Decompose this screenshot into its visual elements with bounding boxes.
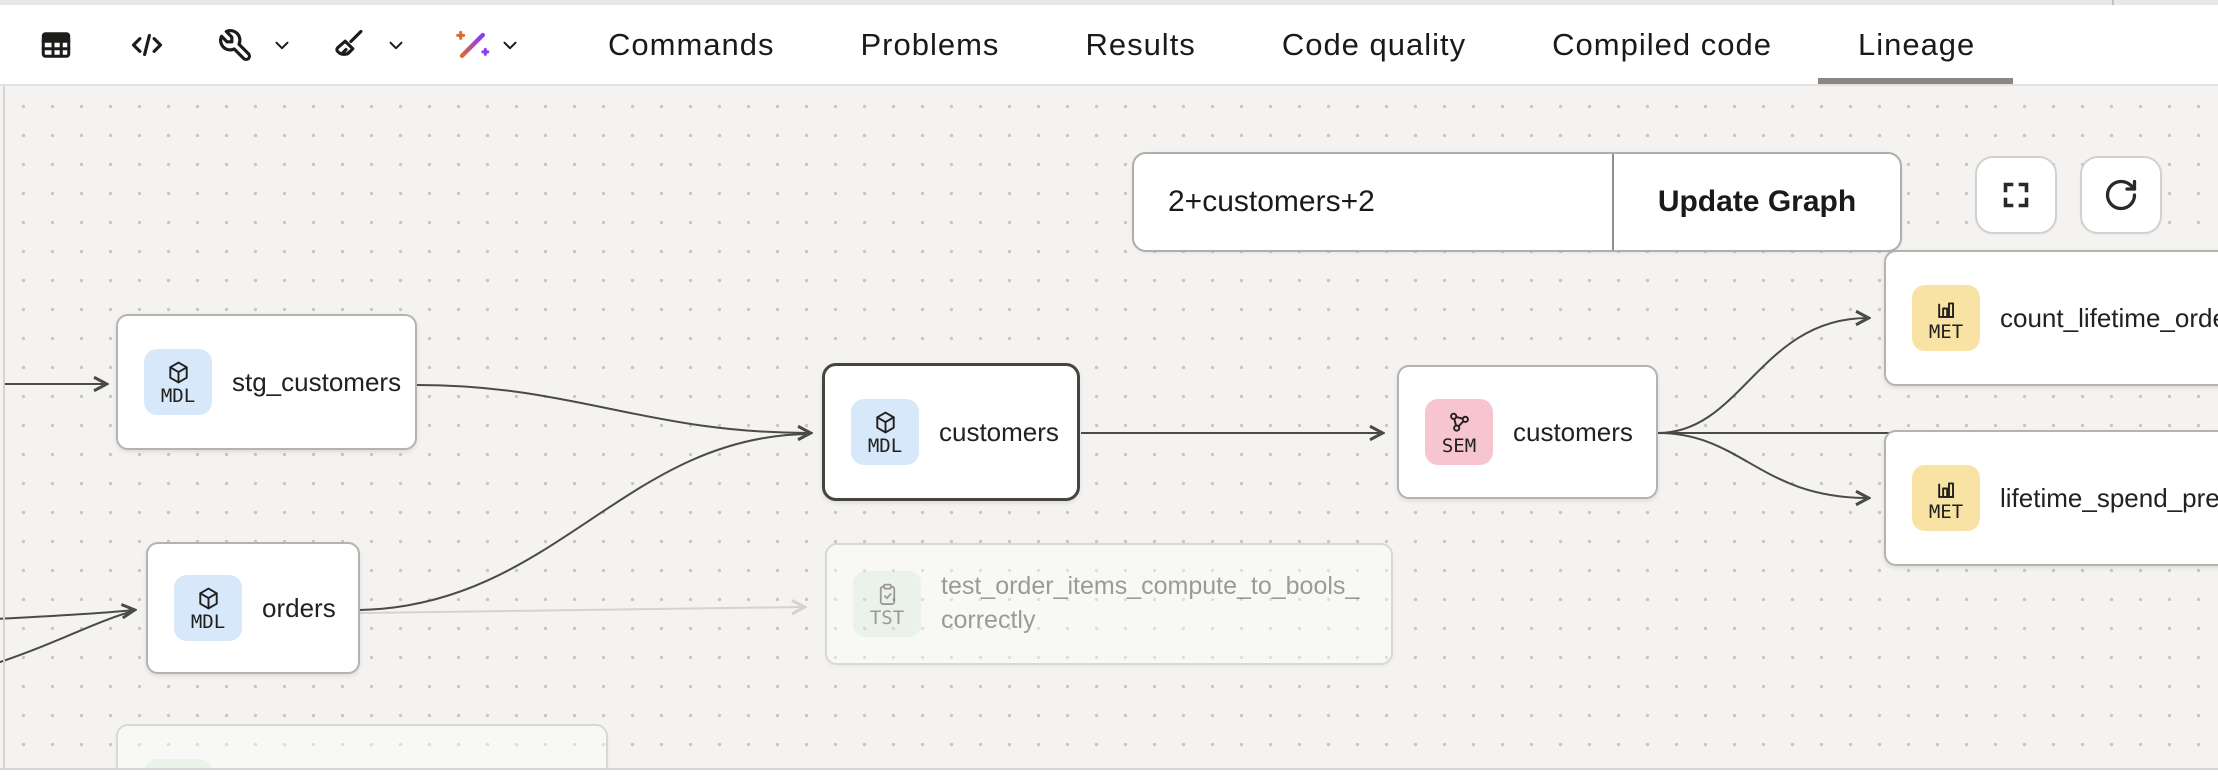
node-label: orders [262, 592, 336, 623]
wrench-icon[interactable] [216, 26, 254, 64]
node-partial-test[interactable]: TST [116, 724, 608, 768]
node-type-badge: MET [1912, 285, 1980, 351]
edge-customers_sem-count_lifetime [1657, 318, 1868, 434]
tab-results[interactable]: Results [1085, 26, 1196, 62]
node-label: customers [1513, 416, 1633, 447]
magic-wand-icon[interactable] [452, 25, 492, 65]
node-lifetime-spend-pretax[interactable]: MET lifetime_spend_preta [1884, 430, 2218, 566]
node-customers-semantic[interactable]: SEM customers [1397, 365, 1658, 499]
window-edge-divider [2112, 0, 2114, 5]
edge-orders-customers [359, 433, 811, 611]
edge-left-orders-a [0, 610, 134, 620]
badge-type-label: MDL [190, 610, 226, 633]
tab-compiled-code[interactable]: Compiled code [1552, 26, 1772, 62]
node-customers-model[interactable]: MDL customers [822, 363, 1080, 501]
refresh-button[interactable] [2080, 156, 2162, 234]
lineage-filter-input[interactable] [1134, 154, 1612, 250]
lineage-canvas[interactable]: MDL stg_customers MDL orders MDL custome… [0, 86, 2218, 768]
node-count-lifetime-orders[interactable]: MET count_lifetime_order [1884, 250, 2218, 386]
broom-chevron-down-icon[interactable] [385, 34, 407, 56]
badge-type-label: MET [1928, 500, 1964, 523]
tab-lineage[interactable]: Lineage [1817, 5, 2014, 84]
node-type-badge: MDL [144, 349, 212, 415]
code-icon[interactable] [128, 26, 166, 64]
table-icon[interactable] [38, 27, 74, 63]
fullscreen-icon [2003, 182, 2029, 208]
update-graph-button[interactable]: Update Graph [1612, 154, 1900, 250]
tab-problems[interactable]: Problems [860, 26, 1000, 62]
badge-type-label: MET [1928, 320, 1964, 343]
node-stg-customers[interactable]: MDL stg_customers [116, 314, 417, 450]
tab-commands[interactable]: Commands [608, 26, 775, 62]
refresh-icon [2105, 179, 2137, 211]
badge-type-label: MDL [160, 384, 196, 407]
node-type-badge: SEM [1425, 399, 1493, 465]
node-label: test_order_items_compute_to_bools_correc… [941, 572, 1360, 634]
badge-type-label: TST [869, 606, 905, 629]
badge-type-label: MDL [867, 434, 903, 457]
semantic-network-icon [1449, 412, 1469, 432]
window-top-strip [0, 0, 2218, 5]
edge-orders-test-faded [359, 607, 804, 613]
lineage-filter-group: Update Graph [1132, 152, 1902, 252]
tab-code-quality[interactable]: Code quality [1281, 26, 1467, 62]
toolbar: Commands Problems Results Code quality C… [0, 5, 2218, 86]
wrench-chevron-down-icon[interactable] [271, 34, 293, 56]
node-orders[interactable]: MDL orders [146, 542, 360, 674]
fit-view-button[interactable] [1975, 156, 2057, 234]
canvas-left-border [3, 86, 5, 768]
broom-icon[interactable] [330, 26, 368, 64]
clipboard-check-icon [879, 583, 895, 605]
node-label: count_lifetime_order [2000, 302, 2218, 333]
node-type-badge: MET [1912, 465, 1980, 531]
bottom-strip [0, 768, 2218, 780]
edge-customers_sem-lifetime_spend [1657, 432, 1868, 498]
cube-icon [168, 361, 188, 383]
node-type-badge: MDL [174, 575, 242, 641]
cube-icon [875, 411, 895, 433]
edge-left-orders-b [0, 611, 131, 664]
edge-stg_customers-customers [416, 384, 810, 433]
bar-chart-icon [1937, 301, 1954, 318]
node-label: customers [939, 416, 1059, 447]
bar-chart-icon [1937, 481, 1954, 498]
cube-icon [198, 587, 218, 609]
node-type-badge: TST [144, 759, 212, 768]
node-type-badge: MDL [851, 399, 919, 465]
node-test-order-items[interactable]: TST test_order_items_compute_to_bools_co… [825, 543, 1393, 665]
node-label: stg_customers [232, 366, 402, 397]
node-type-badge: TST [853, 571, 921, 637]
tab-bar: Commands Problems Results Code quality C… [608, 5, 2014, 84]
magic-wand-chevron-down-icon[interactable] [499, 34, 521, 56]
node-label: lifetime_spend_preta [2000, 482, 2218, 513]
badge-type-label: SEM [1441, 434, 1477, 457]
